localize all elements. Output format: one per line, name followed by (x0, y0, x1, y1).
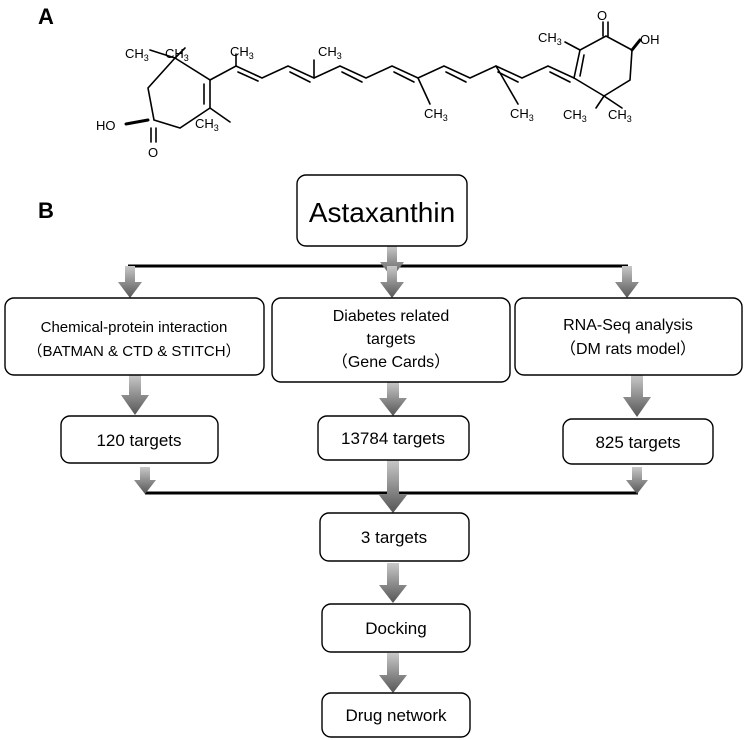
methyl-label: CH3 (608, 107, 632, 124)
methyl-label: CH3 (424, 106, 448, 123)
targets-count-left-label: 120 targets (96, 431, 181, 450)
hydroxyl-bond-left (124, 118, 150, 126)
arrow-icon (134, 467, 156, 494)
arrow-icon (379, 460, 407, 513)
keto-oxygen-left: O (148, 145, 158, 160)
diabetes-targets-line3: （Gene Cards） (332, 353, 450, 371)
arrow-icon (626, 467, 648, 494)
diabetes-targets-line1: Diabetes related (333, 308, 450, 325)
astaxanthin-label: Astaxanthin (309, 197, 455, 228)
rna-seq-model: （DM rats model） (560, 340, 696, 358)
targets-count-right (562, 418, 714, 465)
targets-count-right-label: 825 targets (595, 433, 680, 452)
panel-b-label: B (38, 198, 54, 223)
diabetes-targets-node (271, 297, 511, 383)
hydroxyl-label-left: HO (96, 118, 116, 133)
chain-db-1 (237, 71, 259, 82)
targets-count-left (60, 415, 219, 464)
chain-db-5 (445, 71, 467, 83)
rna-seq-label: RNA-Seq analysis (563, 317, 693, 334)
methyl-label: CH3 (125, 46, 149, 63)
drug-network-label: Drug network (345, 706, 447, 725)
arrow-icon (121, 375, 149, 415)
chain-db-3 (341, 71, 363, 83)
chain-db-4 (393, 71, 415, 83)
targets-count-mid-label: 13784 targets (341, 429, 445, 448)
hydroxyl-label-right: OH (640, 32, 660, 47)
methyl-label: CH3 (510, 106, 534, 123)
hydroxyl-bond-right (630, 38, 642, 52)
arrow-icon (118, 266, 142, 298)
keto-oxygen-right: O (597, 8, 607, 23)
gem-methyl-bond-4 (603, 95, 623, 109)
arrow-icon (379, 563, 407, 603)
chemical-protein-label: Chemical-protein interaction (41, 319, 228, 336)
chain-methyl-3 (417, 77, 431, 105)
docking-label: Docking (365, 619, 426, 638)
methyl-label: CH3 (563, 107, 587, 124)
intersection-node (319, 512, 470, 562)
targets-count-mid (317, 415, 470, 461)
methyl-label: CH3 (165, 46, 189, 63)
chain-db-2 (289, 71, 311, 83)
chain-db-7 (549, 71, 571, 83)
chemical-protein-node (4, 297, 265, 376)
methyl-label: CH3 (318, 44, 342, 61)
intersection-label: 3 targets (361, 528, 427, 547)
drug-network-node (321, 692, 471, 738)
methyl-label: CH3 (230, 44, 254, 61)
gem-methyl-bond-2 (174, 47, 186, 59)
chain-methyl-4 (495, 65, 519, 105)
arrow-icon (615, 266, 639, 298)
polyene-chain (209, 65, 575, 81)
rna-seq-node (514, 297, 743, 376)
right-ring-methyl (564, 41, 581, 51)
arrow-icon (380, 266, 404, 298)
astaxanthin-structure: CH3 CH3 CH3 CH3 CH3 CH3 CH3 CH3 CH3 CH3 … (96, 8, 660, 160)
right-ring-double-bond (579, 54, 585, 77)
docking-node (321, 603, 471, 653)
astaxanthin-node (296, 174, 468, 247)
chemical-protein-sources: （BATMAN & CTD & STITCH） (27, 343, 240, 360)
methyl-label: CH3 (195, 116, 219, 133)
arrow-icon (380, 246, 404, 278)
panel-a-label: A (38, 4, 54, 29)
arrow-icon (379, 653, 407, 693)
diabetes-targets-line2: targets (367, 331, 416, 348)
gem-methyl-bond-3 (595, 95, 605, 109)
arrow-icon (623, 375, 651, 417)
arrows (118, 246, 651, 693)
gem-methyl-bond-1 (149, 49, 176, 59)
methyl-label: CH3 (538, 30, 562, 47)
ring-methyl-bond (209, 107, 231, 123)
arrow-icon (379, 382, 407, 416)
